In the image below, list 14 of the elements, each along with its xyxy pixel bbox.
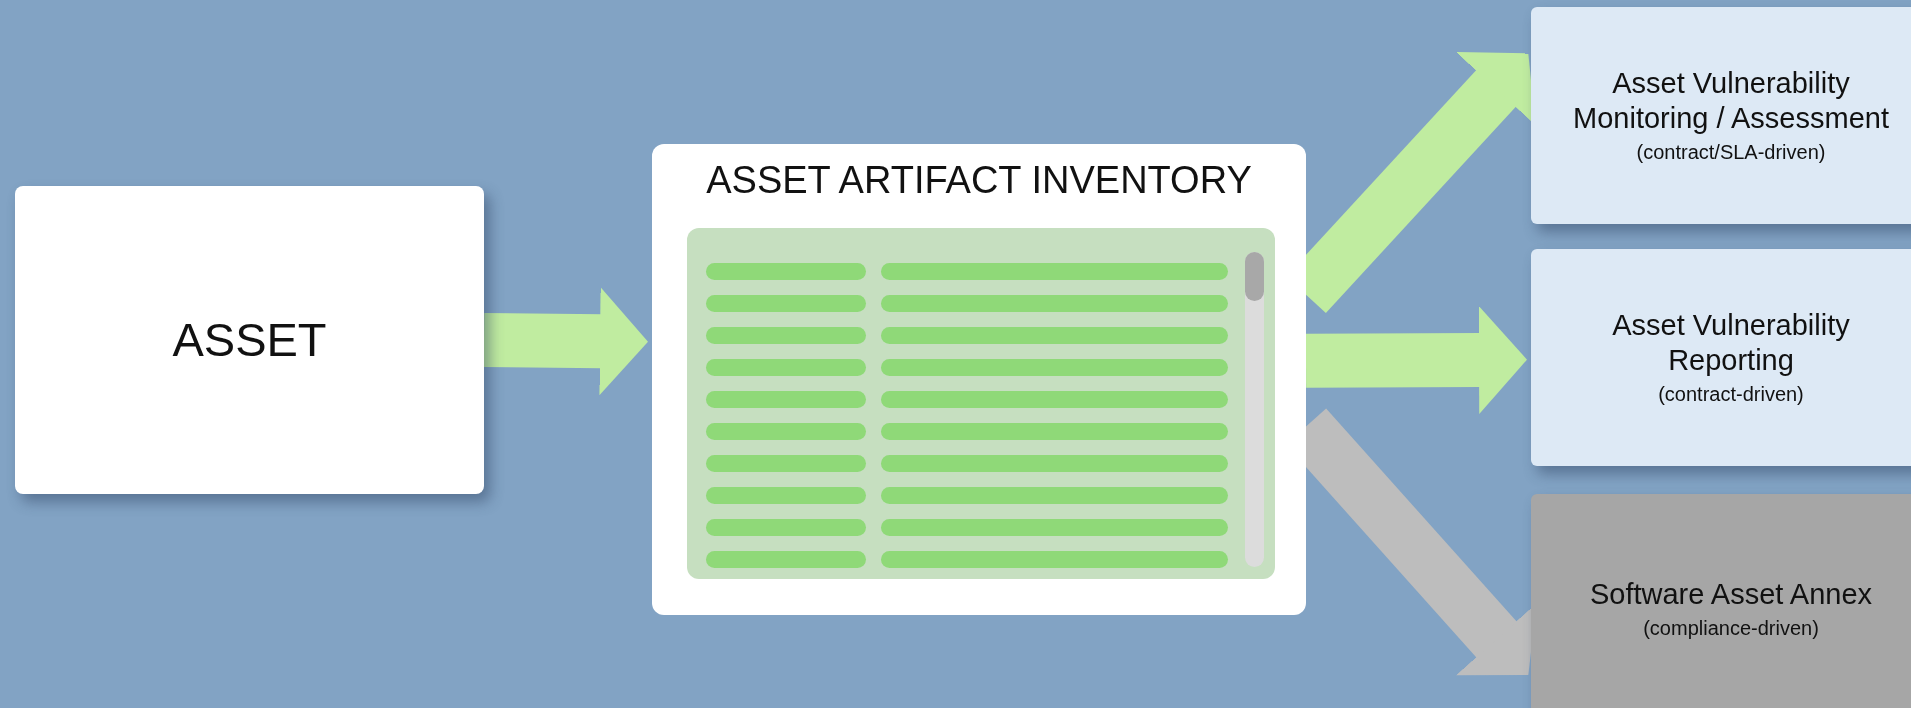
box-title: Asset Vulnerability Monitoring / Assessment	[1572, 65, 1890, 136]
box-subtitle: (contract-driven)	[1658, 382, 1804, 408]
box-title: Asset Vulnerability Reporting	[1611, 307, 1851, 378]
box-subtitle: (contract/SLA-driven)	[1636, 140, 1826, 166]
process-box	[1531, 249, 1911, 466]
box-title: ASSET	[171, 311, 328, 368]
asset-box	[15, 186, 484, 494]
inventory-panel	[652, 144, 1306, 615]
panel-title: ASSET ARTIFACT INVENTORY	[706, 158, 1252, 203]
process-box	[1531, 494, 1911, 708]
process-box	[1531, 7, 1911, 224]
box-subtitle: (compliance-driven)	[1643, 616, 1819, 642]
block-arrow	[483, 287, 648, 396]
box-title: Software Asset Annex	[1588, 576, 1874, 612]
